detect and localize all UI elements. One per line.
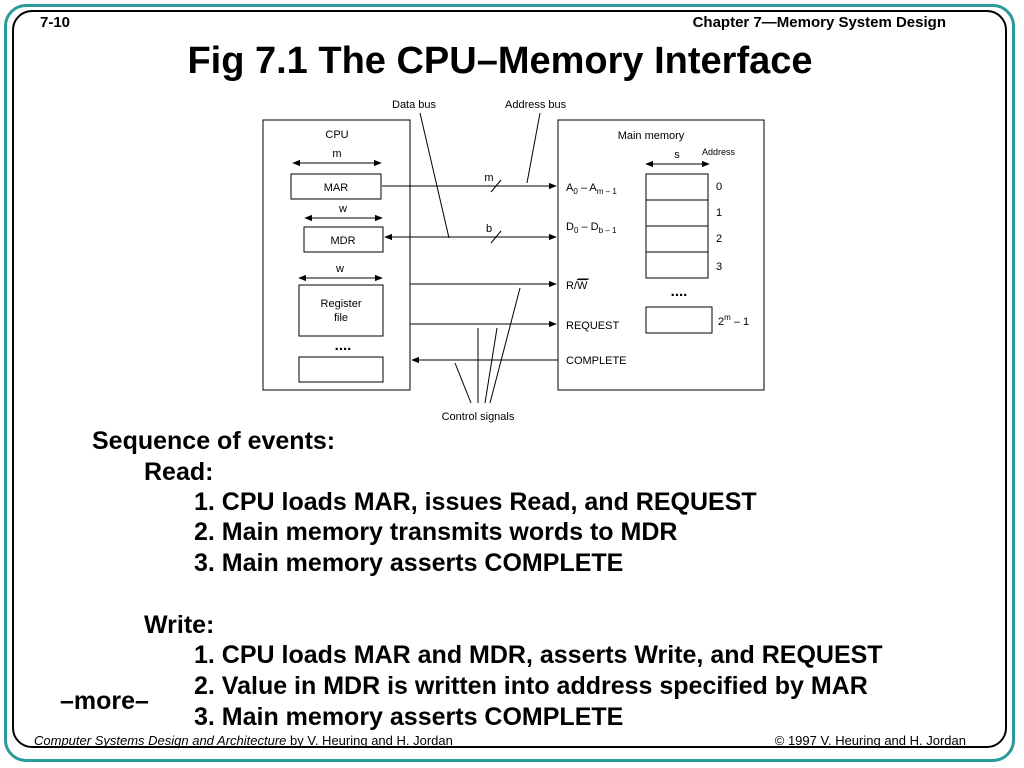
- data-bus-slash: [490, 230, 502, 244]
- control-pointer-4: [489, 287, 521, 404]
- cpu-m-label: m: [332, 148, 341, 160]
- regfile-w-label: w: [335, 263, 344, 275]
- address-3: 3: [716, 261, 722, 273]
- address-2: 2: [716, 233, 722, 245]
- slide-frame-outer: [4, 4, 1015, 762]
- slide-frame-inner: [12, 10, 1007, 748]
- write-step-3: 3. Main memory asserts COMPLETE: [194, 703, 624, 731]
- mar-label: MAR: [324, 182, 349, 194]
- memory-word-last: [645, 306, 713, 334]
- mar-register: [290, 173, 382, 200]
- cpu-box: [262, 119, 411, 391]
- memory-address-header: Address: [702, 147, 736, 157]
- complete-label: COMPLETE: [566, 355, 627, 367]
- slide-number: 7-10: [40, 14, 71, 31]
- memory-dots: ....: [671, 283, 688, 300]
- mdr-w-label: w: [338, 203, 347, 215]
- sequence-heading: Sequence of events:: [92, 427, 336, 455]
- footer-citation: Computer Systems Design and Architecture…: [34, 733, 453, 748]
- book-title: Computer Systems Design and Architecture: [34, 733, 287, 748]
- cpu-dots: ....: [335, 337, 352, 354]
- memory-word-3: [645, 251, 709, 279]
- chapter-title: Chapter 7—Memory System Design: [692, 14, 946, 31]
- register-file: [298, 284, 384, 337]
- address-last: 2m – 1: [718, 313, 749, 328]
- mdr-register: [303, 226, 384, 253]
- read-step-3: 3. Main memory asserts COMPLETE: [194, 549, 624, 577]
- book-authors: by V. Heuring and H. Jordan: [286, 733, 453, 748]
- write-step-2: 2. Value in MDR is written into address …: [194, 672, 868, 700]
- main-memory-label: Main memory: [618, 130, 685, 142]
- register-file-last: [298, 356, 384, 383]
- address-bus-pointer: [526, 112, 541, 184]
- control-signals-label: Control signals: [442, 411, 515, 423]
- address-bus-slash: [490, 179, 502, 193]
- read-step-2: 2. Main memory transmits words to MDR: [194, 518, 678, 546]
- control-pointer-1: [454, 362, 472, 404]
- address-1: 1: [716, 207, 722, 219]
- read-step-1: 1. CPU loads MAR, issues Read, and REQUE…: [194, 488, 757, 516]
- slide-title: Fig 7.1 The CPU–Memory Interface: [187, 40, 813, 82]
- memory-word-2: [645, 225, 709, 253]
- memory-word-0: [645, 173, 709, 201]
- mdr-label: MDR: [330, 235, 355, 247]
- register-file-label-1: Register: [321, 298, 362, 310]
- control-pointer-3: [484, 327, 498, 404]
- memory-word-1: [645, 199, 709, 227]
- address-bus-label: Address bus: [505, 99, 567, 111]
- address-bus-width-m: m: [484, 172, 493, 184]
- data-bus-pointer: [419, 112, 450, 239]
- data-bus-label: Data bus: [392, 99, 437, 111]
- memory-s-label: s: [674, 149, 680, 161]
- data-bus-width-b: b: [486, 223, 492, 235]
- address-lines-label: A0 – Am – 1: [566, 182, 617, 196]
- address-0: 0: [716, 181, 722, 193]
- main-memory-box: [557, 119, 765, 391]
- write-step-1: 1. CPU loads MAR and MDR, asserts Write,…: [194, 641, 883, 669]
- cpu-label: CPU: [325, 129, 348, 141]
- request-label: REQUEST: [566, 320, 619, 332]
- read-label: Read:: [144, 458, 214, 486]
- footer-copyright: © 1997 V. Heuring and H. Jordan: [774, 733, 966, 748]
- write-label: Write:: [144, 611, 215, 639]
- more-indicator: –more–: [60, 687, 149, 715]
- data-lines-label: D0 – Db – 1: [566, 221, 617, 235]
- register-file-label-2: file: [334, 312, 348, 324]
- rw-label: R/W: [566, 280, 588, 292]
